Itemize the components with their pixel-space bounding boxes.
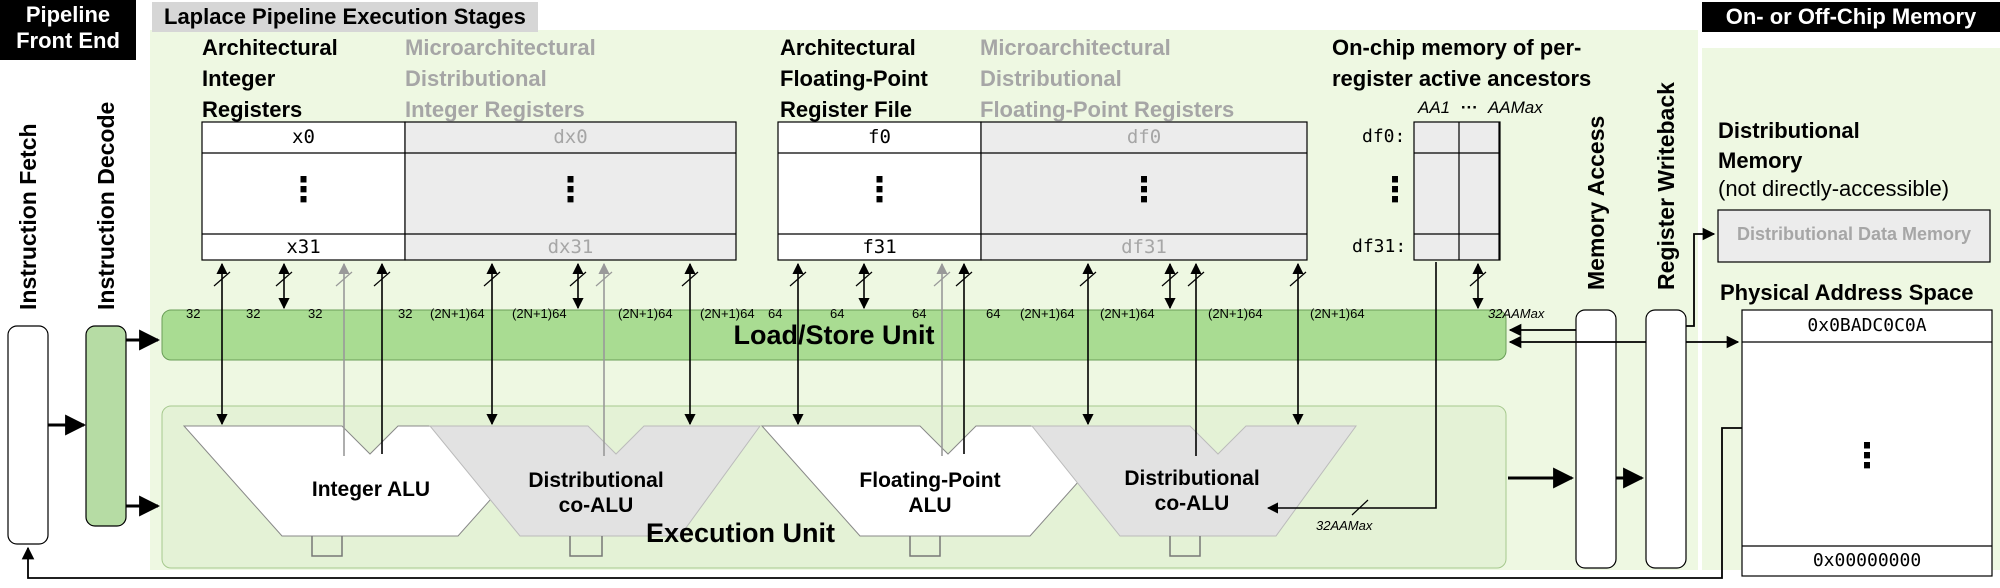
execution-unit-label: Execution Unit [646,518,836,548]
distributional-data-memory-label: Distributional Data Memory [1736,224,1972,244]
reg-df31: df31 [1121,236,1167,258]
instruction-fetch-box [7,325,49,545]
df31-row-label: df31: [1352,236,1407,257]
bus-label-fp-64a: 64 [768,306,783,321]
ancestor-dots: ⋮ [1378,171,1412,209]
bus-label-dx-d: (2N+1)64 [700,306,755,321]
bus-label-dx-c: (2N+1)64 [618,306,673,321]
ancestor-header: AA1 ··· AAMax [1418,98,1543,117]
df-dots: ⋮ [1127,171,1161,209]
bus-label-df-d: (2N+1)64 [1310,306,1365,321]
bus-label-int-32b: 32 [246,306,261,321]
instruction-decode-label: Instruction Decode [93,101,119,310]
bus-label-int-32c: 32 [308,306,323,321]
instruction-fetch-label: Instruction Fetch [15,123,41,310]
writeback-to-distributional-memory-arrow [1686,227,1716,327]
fp-register-table [777,121,1308,261]
integer-register-table [201,121,737,261]
reg-df0: df0 [1126,126,1162,148]
reg-x31: x31 [286,236,321,258]
distributional-data-memory-box [1717,209,1991,263]
integer-alu-label: Integer ALU [311,478,431,501]
bus-label-df-a: (2N+1)64 [1020,306,1075,321]
int-dots: ⋮ [286,171,321,209]
memory-header: On- or Off-Chip Memory [1702,2,2000,32]
address-bottom: 0x00000000 [1812,550,1922,571]
register-buses [216,262,1484,514]
dx-dots: ⋮ [553,171,588,209]
reg-dx31: dx31 [547,236,594,258]
register-writeback-box [1645,309,1687,569]
execution-stages-header: Laplace Pipeline Execution Stages [152,2,538,32]
bus-label-fp-64c: 64 [912,306,927,321]
bus-label-int-32d: 32 [398,306,413,321]
bus-label-dx-a: (2N+1)64 [430,306,485,321]
bus-label-df-c: (2N+1)64 [1208,306,1263,321]
memory-access-box [1575,309,1617,569]
register-writeback-label: Register Writeback [1653,82,1679,290]
reg-x0: x0 [292,126,315,148]
bus-label-int-32a: 32 [186,306,201,321]
bus-label-aa-top: 32AAMax [1488,306,1545,321]
bus-label-fp-64d: 64 [986,306,1001,321]
bus-label-dx-b: (2N+1)64 [512,306,567,321]
ancestor-memory-table [1413,121,1501,261]
ancestor-memory-title: On-chip memory of per-register active an… [1332,35,1592,91]
bus-label-fp-64b: 64 [830,306,845,321]
address-top: 0x0BADC0C0A [1807,315,1927,336]
memory-feedback-line [21,427,1742,579]
reg-dx0: dx0 [553,126,588,148]
int-dist-co-alu-shape [428,425,761,557]
reg-f0: f0 [868,126,891,148]
df0-row-label: df0: [1362,126,1406,147]
bus-slash-marks [213,271,1487,516]
memory-access-label: Memory Access [1583,115,1609,290]
bus-label-df-b: (2N+1)64 [1100,306,1155,321]
distributional-memory-note: (not directly-accessible) [1718,176,1950,201]
address-dots: ⋮ [1850,437,1884,475]
load-store-unit [161,309,1507,361]
bus-label-aa-bottom: 32AAMax [1316,518,1373,533]
fp-dots: ⋮ [862,171,897,209]
instruction-decode-box [85,325,127,527]
physical-address-space-table [1741,309,1993,577]
reg-f31: f31 [862,236,897,258]
physical-address-space-title: Physical Address Space [1720,280,1974,305]
load-store-unit-label: Load/Store Unit [733,320,935,350]
